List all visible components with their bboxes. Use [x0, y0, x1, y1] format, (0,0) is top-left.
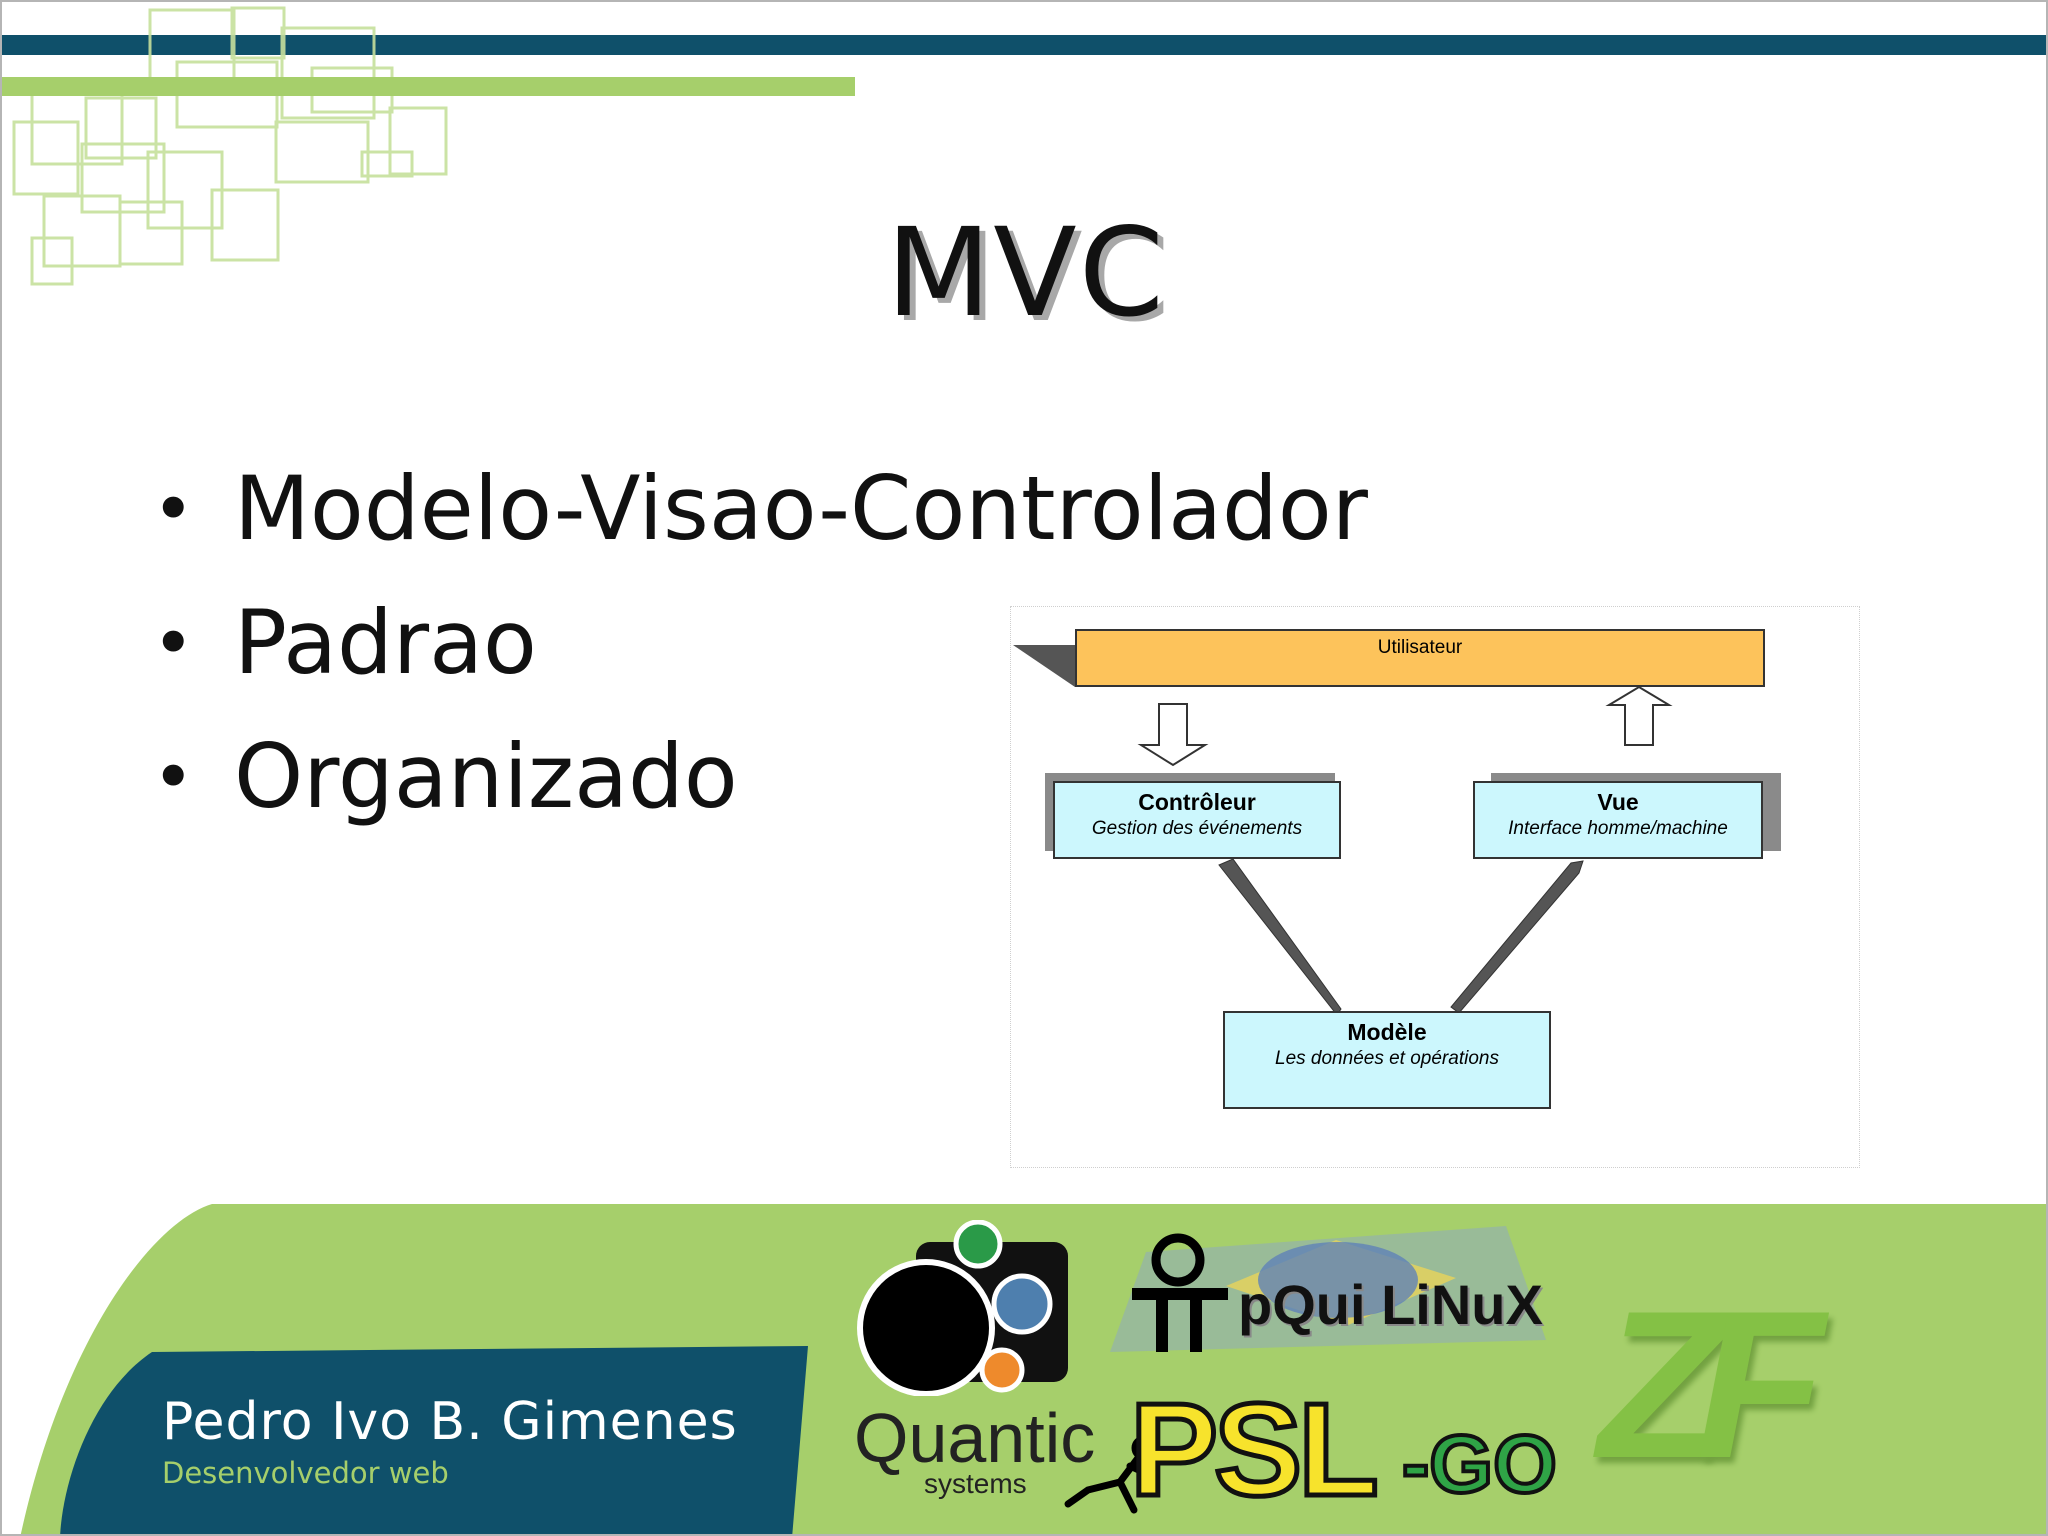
- corner-shadow-icon: [1013, 645, 1075, 687]
- diagram-arrows: [1013, 645, 1673, 1016]
- quantic-name: Quantic: [854, 1399, 1096, 1477]
- zf-logo: ZF: [1598, 1267, 1824, 1502]
- slide-title: MVC: [886, 202, 1166, 344]
- author-block: Pedro Ivo B. Gimenes Desenvolvedor web: [162, 1392, 738, 1490]
- climber-icon: [1064, 1435, 1160, 1514]
- bullet-dot-icon: •: [152, 467, 195, 551]
- bullet-item: •Organizado: [152, 710, 1368, 844]
- user-box: Utilisateur: [1075, 629, 1765, 687]
- bullet-dot-icon: •: [152, 601, 195, 685]
- quantic-logo-icon: [857, 1220, 1068, 1396]
- controller-model-arrow-icon: [1218, 858, 1342, 1016]
- model-box: Modèle Les données et opérations: [1223, 1011, 1551, 1109]
- controller-box: Contrôleur Gestion des événements: [1053, 781, 1341, 859]
- quantic-sub: systems: [924, 1468, 1027, 1499]
- bullet-dot-icon: •: [152, 735, 195, 819]
- pqui-flag-icon: [1110, 1226, 1546, 1352]
- model-view-arrow-icon: [1450, 860, 1584, 1014]
- author-name: Pedro Ivo B. Gimenes: [162, 1392, 738, 1452]
- psl-go: -GO: [1400, 1417, 1559, 1512]
- pqui-name: pQui LiNuX: [1238, 1273, 1543, 1336]
- up-arrow-icon: [1605, 685, 1673, 746]
- view-box: Vue Interface homme/machine: [1473, 781, 1763, 859]
- decorative-squares: [12, 6, 448, 286]
- bullet-item: •Padrao: [152, 576, 1368, 710]
- bullet-list: •Modelo-Visao-Controlador •Padrao •Organ…: [152, 442, 1368, 844]
- mvc-diagram: Utilisateur Contrôleur Gestion des événe…: [1010, 606, 1860, 1168]
- top-dark-bar: [2, 35, 2046, 55]
- down-arrow-icon: [1137, 703, 1209, 767]
- author-role: Desenvolvedor web: [162, 1456, 449, 1490]
- psl-name: PSL: [1128, 1374, 1382, 1526]
- bullet-item: •Modelo-Visao-Controlador: [152, 442, 1368, 576]
- top-green-bar: [2, 77, 855, 96]
